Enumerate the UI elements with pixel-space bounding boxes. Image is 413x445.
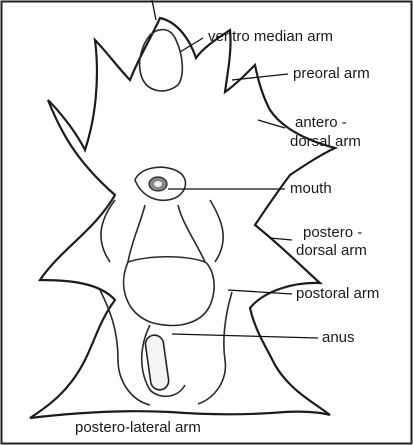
leader-preoral bbox=[232, 74, 288, 80]
label-mouth: mouth bbox=[290, 180, 332, 197]
gut-structures bbox=[100, 30, 232, 405]
label-postoral-arm: postoral arm bbox=[296, 285, 379, 302]
label-ventro-median-arm: ventro median arm bbox=[208, 28, 333, 45]
leader-anus bbox=[172, 334, 318, 338]
label-postero-dorsal-arm-line2: dorsal arm bbox=[296, 242, 367, 259]
leader-postoral bbox=[228, 290, 292, 294]
leader-lines bbox=[152, 0, 318, 338]
label-antero-dorsal-arm-line1: antero - bbox=[295, 114, 347, 131]
leader-top bbox=[152, 0, 156, 20]
label-anus: anus bbox=[322, 329, 355, 346]
leader-ventro-median bbox=[180, 38, 203, 52]
label-postero-dorsal-arm-line1: postero - bbox=[303, 224, 362, 241]
anus-tube bbox=[144, 334, 169, 391]
label-postero-lateral-arm: postero-lateral arm bbox=[75, 419, 201, 436]
label-antero-dorsal-arm-line2: dorsal arm bbox=[290, 133, 361, 150]
label-preoral-arm: preoral arm bbox=[293, 65, 370, 82]
